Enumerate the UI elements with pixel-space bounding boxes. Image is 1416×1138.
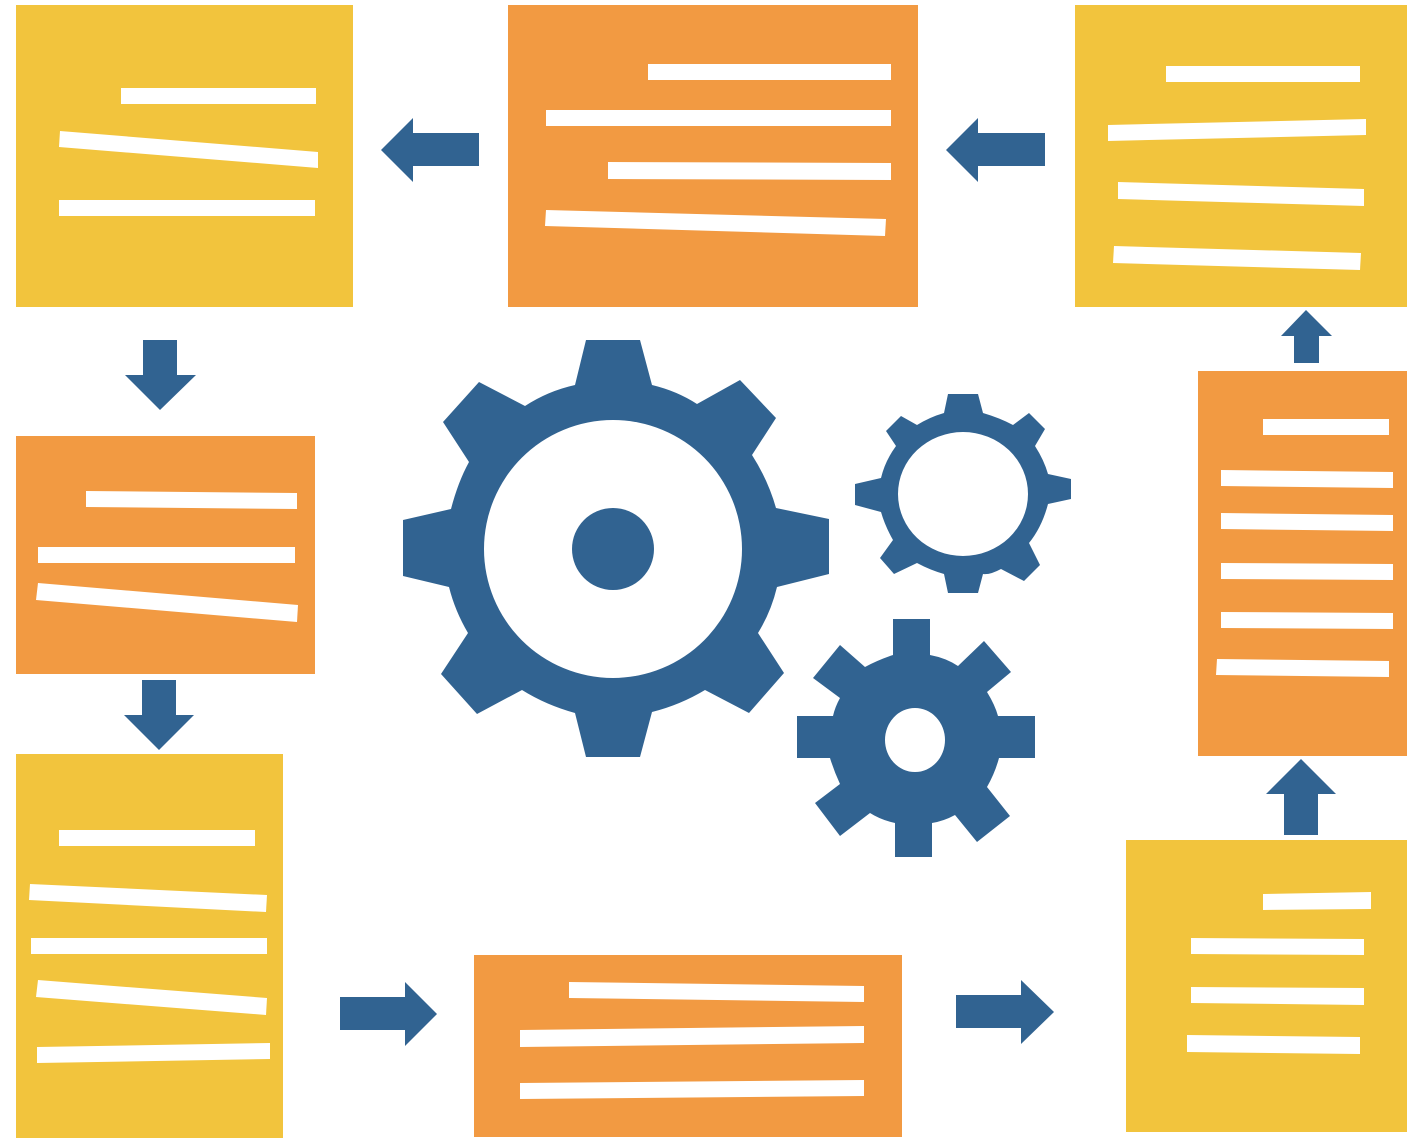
placeholder-text-lines (59, 88, 318, 216)
text-line (59, 200, 315, 216)
text-line (37, 1043, 270, 1063)
medium-gear-icon (797, 619, 1035, 857)
text-line (31, 938, 267, 954)
text-line (36, 980, 267, 1015)
placeholder-text-lines (1216, 419, 1393, 677)
text-line (86, 491, 297, 509)
arrow-down-2 (124, 680, 194, 750)
text-line (1113, 246, 1361, 270)
text-line (545, 210, 886, 236)
text-line (569, 982, 864, 1002)
card-3 (16, 754, 283, 1138)
card-2 (16, 436, 315, 674)
text-line (1221, 612, 1393, 629)
placeholder-text-lines (545, 64, 891, 236)
placeholder-text-lines (1108, 66, 1366, 270)
text-line (29, 884, 267, 912)
text-line (59, 830, 255, 846)
text-line (520, 1026, 864, 1047)
arrow-right-bottom-1 (340, 982, 437, 1046)
card-background (1126, 840, 1407, 1132)
card-background (508, 5, 918, 307)
placeholder-text-lines (1187, 892, 1371, 1054)
card-4 (474, 955, 902, 1137)
card-7 (1075, 5, 1407, 307)
text-line (1221, 563, 1393, 580)
text-line (1108, 119, 1366, 141)
card-1 (16, 5, 353, 307)
text-line (1191, 938, 1364, 955)
text-line (59, 131, 318, 168)
arrow-up-right-1 (1266, 759, 1336, 835)
text-line (121, 88, 316, 104)
card-6 (1198, 371, 1407, 756)
arrow-right-bottom-2 (956, 980, 1054, 1044)
arrow-left-top-1 (381, 118, 479, 182)
text-line (1187, 1035, 1360, 1054)
text-line (1263, 419, 1389, 435)
text-line (608, 162, 891, 180)
card-5 (1126, 840, 1407, 1132)
text-line (1191, 987, 1364, 1005)
card-8 (508, 5, 918, 307)
placeholder-text-lines (36, 491, 298, 622)
text-line (648, 64, 891, 80)
text-line (1263, 892, 1371, 910)
small-gear-icon (855, 394, 1071, 593)
arrow-left-top-2 (946, 118, 1045, 182)
text-line (38, 547, 295, 563)
text-line (1118, 182, 1364, 206)
text-line (1216, 659, 1389, 677)
placeholder-text-lines (520, 982, 864, 1099)
placeholder-text-lines (29, 830, 270, 1063)
arrow-down-1 (125, 340, 196, 410)
arrow-up-right-2 (1281, 310, 1332, 363)
text-line (546, 110, 891, 126)
text-line (36, 583, 298, 622)
large-gear-icon (403, 340, 829, 757)
text-line (1221, 470, 1393, 488)
text-line (1166, 66, 1360, 82)
text-line (520, 1080, 864, 1099)
text-line (1221, 513, 1393, 531)
